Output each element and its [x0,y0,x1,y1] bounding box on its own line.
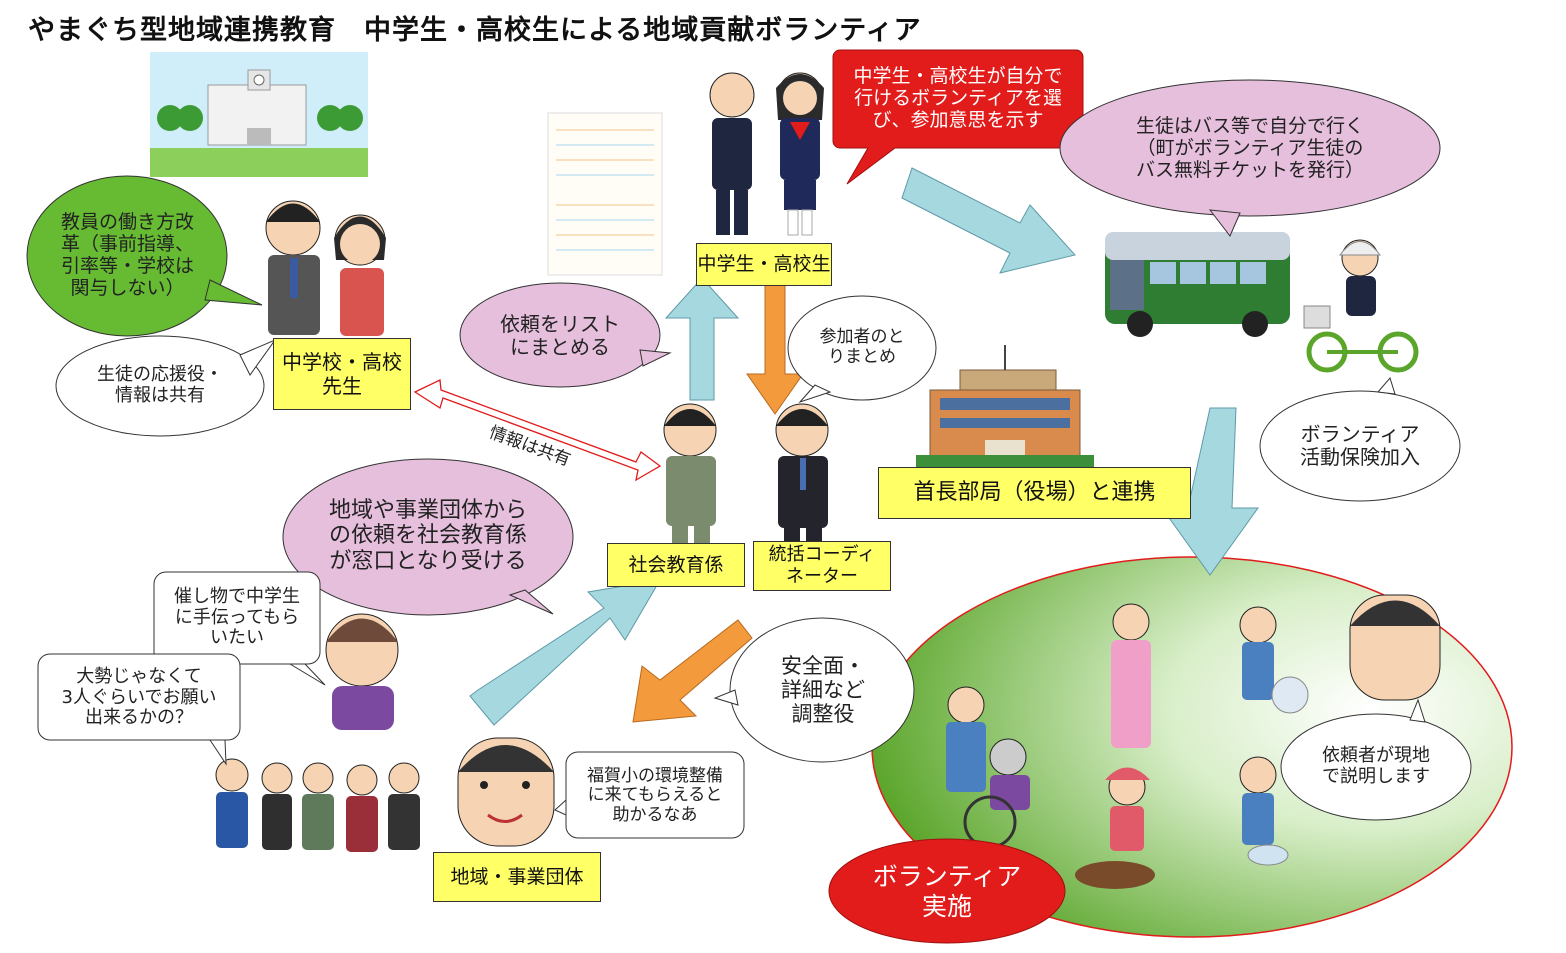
bubble-three: 大勢じゃなくて 3人ぐらいでお願い 出来るかの？ [61,665,217,729]
school-illustration [150,52,368,177]
bubble-teacher-reform-shape [26,175,228,337]
label-teachers: 中学校・高校 先生 [273,338,411,410]
bubble-list: 依頼をリスト にまとめる [500,312,620,359]
page-title: やまぐち型地域連携教育 中学生・高校生による地域貢献ボランティア [28,15,922,46]
arrow-down-to-coordinator [746,284,804,415]
label-local-org: 地域・事業団体 [433,852,601,902]
bubble-students-choose-shape [832,49,1084,185]
bubble-school-env: 福賀小の環境整備 に来てもらえると 助かるなあ [587,765,723,825]
implementation-people-illustration [946,594,1441,889]
label-town-hall: 首長部局（役場）と連携 [878,467,1191,519]
bubble-students-choose: 中学生・高校生が自分で 行けるボランティアを選 び、参加意思を示す [853,65,1063,131]
bubble-requester-shape [1280,713,1472,821]
bubble-event: 催し物で中学生 に手伝ってもら いたい [174,585,300,649]
students-illustration [709,72,824,236]
arrow-students-to-bus [901,167,1076,274]
bubble-event-shape [153,571,321,665]
bubble-bus: 生徒はバス等で自分で行く （町がボランティア生徒の バス無料チケットを発行） [1135,115,1364,181]
teachers-illustration [265,200,386,336]
bubble-three-shape [37,653,241,741]
implementation-badge-text: ボランティア 実施 [872,862,1022,921]
bubble-cheer: 生徒の応援役・ 情報は共有 [97,364,223,406]
bubble-window-shape [282,458,574,616]
label-students: 中学生・高校生 [696,243,832,286]
staff-illustration [663,403,829,548]
bubble-bus-shape [1059,79,1441,217]
town-hall-illustration [916,345,1094,467]
bus-illustration [1105,232,1290,337]
message-papers-illustration [547,112,663,276]
bubble-list-shape [459,282,661,388]
bubble-insurance: ボランティア 活動保険加入 [1300,422,1420,469]
label-coordinator: 統括コーディ ネーター [753,541,891,591]
implementation-badge-shape [828,838,1066,944]
arrow-up-to-students [664,277,740,401]
bubble-requester: 依頼者が現地 で説明します [1322,745,1430,787]
local-man-face-illustration [457,737,555,847]
flow-arrows [413,167,1259,726]
label-social-education: 社会教育係 [607,543,745,587]
cyclist-illustration [1303,239,1419,373]
bubble-school-env-shape [565,751,745,839]
bubble-insurance-shape [1259,390,1461,502]
elder-woman-illustration [325,613,399,730]
bubble-participants: 参加者のと りまとめ [819,327,905,367]
bubble-teacher-reform: 教員の働き方改 革（事前指導、 引率等・学校は 関与しない） [60,211,194,299]
bubble-safety-shape [729,617,915,763]
bubble-window: 地域や事業団体から の依頼を社会教育係 が窓口となり受ける [328,498,527,574]
bubble-cheer-shape [55,335,265,437]
bubble-participants-shape [787,295,937,401]
locals-group-illustration [215,758,420,852]
bubble-safety: 安全面・ 詳細など 調整役 [781,653,865,727]
arrow-coordinator-to-local [632,619,753,723]
arrow-info-shared [413,379,662,482]
